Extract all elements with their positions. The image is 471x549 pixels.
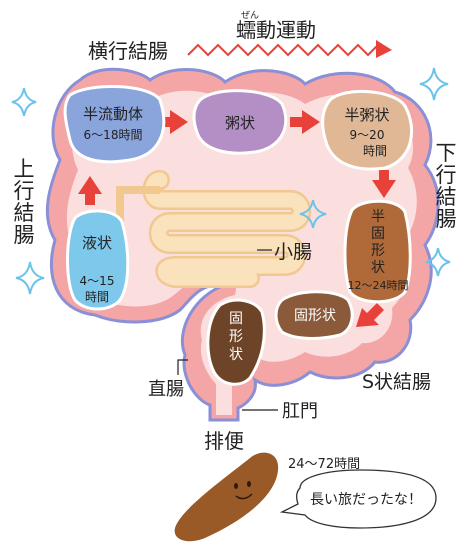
ascending-colon-char-4: 腸: [14, 223, 35, 247]
sparkles: [11, 67, 451, 295]
porridge-name: 粥状: [225, 114, 255, 132]
sparkle-icon: [419, 67, 449, 101]
total-time-label: 24〜72時間: [288, 457, 360, 472]
descending-colon-char-2: 行: [436, 163, 457, 187]
ascending-colon-char-1: 上: [14, 157, 35, 181]
peristalsis-label: 蠕動運動: [236, 18, 316, 42]
sparkle-icon: [15, 261, 45, 295]
rectum-label: 直腸: [148, 379, 184, 400]
semi-porridge-time: 9〜20: [350, 128, 385, 142]
rectum-solid-name-1: 固: [229, 311, 243, 327]
sparkle-icon: [425, 247, 451, 277]
semi-solid-name-4: 状: [371, 260, 385, 276]
arrow-right-icon: [290, 110, 320, 134]
semi-solid-time: 12〜24時間: [348, 279, 409, 292]
stage-semi-porridge: 半粥状 9〜20 時間: [321, 89, 414, 171]
liquid-unit: 時間: [85, 290, 109, 304]
descending-colon-label: 下 行 結 腸: [436, 141, 457, 231]
small-intestine-label: 小腸: [274, 241, 312, 263]
rectum-leader: [177, 359, 188, 375]
stage-rectum-solid: 固 形 状: [206, 298, 266, 386]
sparkle-icon: [299, 199, 327, 229]
leader-lines: [177, 249, 278, 411]
flow-arrows: [78, 110, 396, 327]
stool-eye-right: [247, 481, 251, 487]
rectum-solid-name-3: 状: [229, 347, 243, 363]
speech-bubble-shape: [279, 469, 437, 529]
defecation-label: 排便: [204, 429, 244, 453]
stool-body: [174, 452, 279, 542]
peristalsis-wave: [187, 40, 392, 58]
stage-semi-solid: 半 固 形 状 12〜24時間: [343, 199, 412, 304]
arrow-right-icon: [158, 110, 188, 134]
arrow-down-icon: [372, 170, 396, 198]
stool-smile: [235, 493, 253, 500]
semi-solid-name-3: 形: [371, 243, 385, 259]
descending-colon-char-3: 結: [436, 185, 457, 209]
semi-solid-name-2: 固: [371, 226, 385, 242]
semi-fluid-time: 6〜18時間: [84, 128, 143, 142]
anatomy-labels: 横行結腸 ぜん 蠕動運動 上 行 結 腸 下 行 結 腸 小腸 直腸 S状結腸 …: [14, 10, 457, 453]
ascending-colon-char-3: 結: [14, 201, 35, 225]
descending-colon-char-1: 下: [436, 141, 457, 165]
ascending-colon-char-2: 行: [14, 179, 35, 203]
semi-fluid-name: 半流動体: [83, 105, 143, 123]
speech-text: 長い旅だったな！: [310, 492, 422, 508]
stool-character: 24〜72時間: [174, 452, 360, 542]
speech-bubble: 長い旅だったな！: [279, 469, 437, 529]
semi-porridge-name: 半粥状: [344, 106, 389, 124]
transverse-colon-label: 横行結腸: [88, 39, 168, 63]
anus-label: 肛門: [282, 401, 318, 422]
stool-eye-left: [234, 483, 238, 489]
arrow-down-left-icon: [356, 303, 384, 327]
liquid-name: 液状: [82, 234, 112, 252]
stage-liquid: 液状 4〜15 時間: [66, 209, 130, 311]
rectum-solid-name-2: 形: [229, 329, 243, 345]
wave-arrowhead: [376, 40, 392, 58]
solid-name: 固形状: [294, 308, 336, 324]
descending-colon-char-4: 腸: [436, 207, 457, 231]
liquid-time: 4〜15: [80, 274, 115, 288]
sparkle-icon: [11, 87, 37, 117]
wave-line: [187, 43, 379, 57]
semi-porridge-unit: 時間: [363, 144, 387, 158]
arrow-up-icon: [78, 176, 102, 205]
peristalsis-ruby: ぜん: [241, 10, 259, 21]
stage-semi-fluid: 半流動体 6〜18時間: [63, 84, 166, 164]
sigmoid-colon-label: S状結腸: [362, 371, 431, 393]
ascending-colon-label: 上 行 結 腸: [14, 157, 35, 247]
semi-solid-name-1: 半: [371, 209, 385, 225]
stage-solid: 固形状: [274, 290, 354, 340]
stage-porridge: 粥状: [192, 89, 288, 155]
